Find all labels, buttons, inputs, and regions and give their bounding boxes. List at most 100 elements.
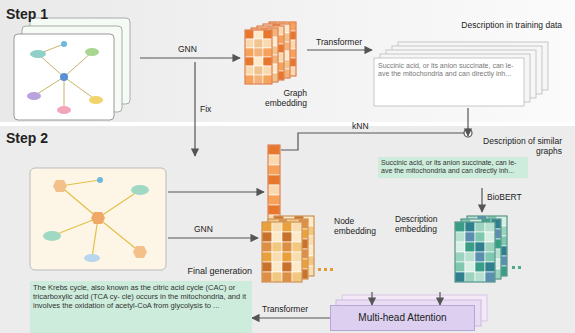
graph-node	[27, 92, 41, 100]
matrix-cell	[263, 48, 272, 57]
node-text: Node embedding	[334, 216, 384, 236]
matrix-cell	[245, 66, 254, 75]
step2-band	[0, 126, 575, 333]
graph-edge	[98, 218, 140, 252]
matrix-cell	[272, 262, 282, 272]
graph-edge	[64, 77, 96, 100]
matrix-cell	[465, 222, 475, 232]
matrix-border	[251, 28, 278, 82]
graph-edges	[52, 180, 140, 258]
matrix-border	[245, 30, 272, 84]
matrix-cell	[485, 262, 495, 272]
matrix-cell	[292, 232, 302, 242]
graph-node	[84, 254, 100, 262]
matrix-cell	[455, 272, 465, 282]
matrix-cell	[262, 222, 272, 232]
matrix-cell	[282, 272, 292, 282]
step-label: Step 1	[6, 6, 48, 23]
matrix-cell	[268, 145, 280, 155]
graph-node	[30, 50, 46, 58]
node-text: Description embedding	[395, 214, 453, 234]
graph-node	[57, 106, 71, 114]
matrix-cell	[475, 262, 485, 272]
matrix-cell	[263, 30, 272, 39]
matrix-cell	[272, 222, 282, 232]
matrix-border	[269, 22, 296, 76]
operation-label: GNN	[194, 224, 213, 234]
graph-node	[85, 48, 99, 56]
final-generation: Final generationThe Krebs cycle, also kn…	[30, 266, 252, 333]
connector	[481, 188, 482, 212]
matrix-cell	[272, 242, 282, 252]
graph-node	[97, 177, 103, 183]
step-label: Step 2	[6, 130, 48, 147]
connector	[439, 292, 440, 305]
attention-box: Multi-head Attention	[330, 305, 475, 331]
matrix-cell	[292, 262, 302, 272]
edge-label: Transformer	[262, 304, 308, 314]
node-heading: Final generation	[130, 266, 252, 277]
graph-node	[133, 246, 147, 258]
matrix-cell	[282, 252, 292, 262]
matrix-cell	[485, 272, 495, 282]
matrix-cell	[455, 252, 465, 262]
gnn-arrow	[168, 237, 258, 238]
node-text: Succinic acid, or its anion succinate, c…	[378, 157, 528, 178]
matrix-cell	[475, 222, 485, 232]
graph-node	[43, 231, 61, 241]
description-page	[374, 58, 524, 106]
operation-label: kNN	[352, 121, 369, 131]
node-heading: Description in training data	[412, 20, 562, 30]
graph-node	[53, 180, 67, 192]
matrix-cell	[262, 242, 272, 252]
graph-cards	[14, 18, 130, 120]
graph-edge	[64, 77, 65, 110]
matrix-cell	[254, 66, 263, 75]
matrix-cell	[263, 39, 272, 48]
matrix-border	[263, 24, 290, 78]
matrix-cell	[245, 57, 254, 66]
graph-embedding: Graph embedding	[245, 22, 307, 109]
matrix-cell	[455, 222, 465, 232]
graph-node	[60, 73, 68, 81]
matrix-cell	[245, 30, 254, 39]
edge-label: BioBERT	[487, 192, 522, 202]
matrix-cell	[475, 242, 485, 252]
embed-arrow	[168, 191, 264, 192]
matrix-cell	[475, 272, 485, 282]
matrix-cell	[254, 75, 263, 84]
matrix-cell	[465, 232, 475, 242]
dot	[330, 268, 333, 271]
matrix-cell	[455, 242, 465, 252]
matrix-cell	[465, 262, 475, 272]
description-embedding: Description embedding	[395, 212, 528, 292]
edge-label: Transformer	[316, 37, 362, 47]
node-text: The Krebs cycle, also known as the citri…	[30, 281, 252, 333]
matrix-cell	[292, 242, 302, 252]
step1-band	[0, 0, 575, 122]
connector	[307, 49, 372, 50]
matrix-cell	[263, 57, 272, 66]
matrix-cell	[268, 175, 280, 185]
ellipsis-dots	[318, 268, 333, 271]
matrix-cell	[292, 222, 302, 232]
graph-node	[61, 41, 67, 47]
node-text: Succinic acid, or its anion succinate, c…	[378, 62, 520, 79]
matrix-border	[268, 145, 280, 225]
matrix-cell	[245, 48, 254, 57]
matrix-cell	[262, 262, 272, 272]
dot	[324, 268, 327, 271]
dot	[512, 266, 515, 269]
graph-card-step2	[30, 168, 166, 270]
matrix-cell	[254, 57, 263, 66]
matrix-border	[262, 222, 302, 282]
matrix-cell	[475, 232, 485, 242]
card	[30, 168, 166, 270]
matrix-cell	[282, 242, 292, 252]
card	[14, 34, 114, 120]
connector	[371, 292, 372, 305]
dot	[318, 268, 321, 271]
matrix-cell	[268, 185, 280, 195]
ellipsis-dots	[512, 266, 521, 269]
